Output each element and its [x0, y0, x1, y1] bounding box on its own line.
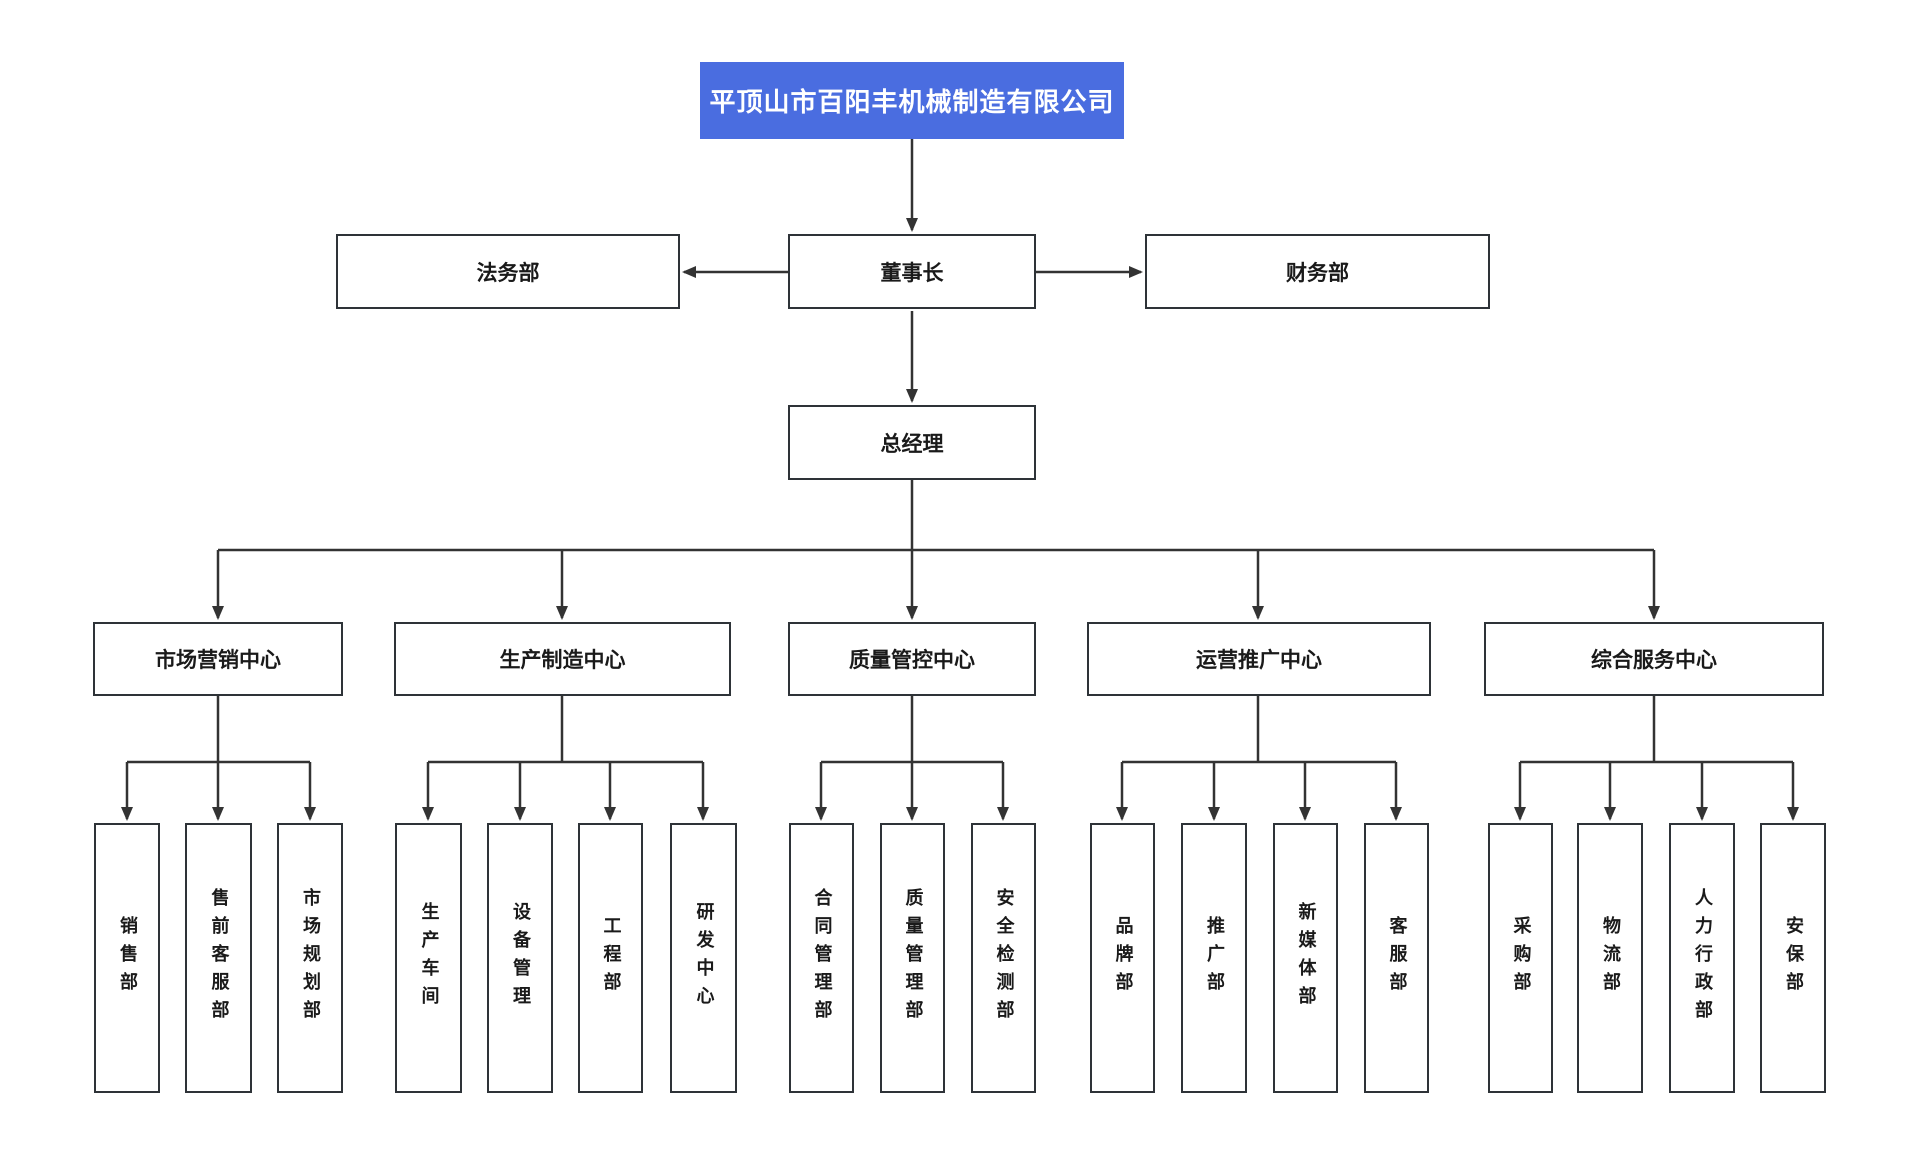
security-dept-label: 安保部: [1783, 916, 1804, 1000]
production-center-label: 生产制造中心: [499, 648, 626, 672]
new-media-dept-label: 新媒体部: [1295, 902, 1317, 1014]
equipment-management-label: 设备管理: [510, 902, 531, 1014]
marketing-center-label: 市场营销中心: [155, 648, 281, 672]
logistics-dept-label: 物流部: [1600, 916, 1621, 1000]
node-finance-dept[interactable]: 财务部: [1145, 234, 1490, 309]
node-market-planning-dept[interactable]: 市场规划部: [277, 823, 343, 1093]
market-planning-dept-label: 市场规划部: [300, 888, 321, 1028]
node-hr-admin-dept[interactable]: 人力行政部: [1669, 823, 1735, 1093]
hr-admin-dept-label: 人力行政部: [1692, 888, 1713, 1028]
node-legal-dept[interactable]: 法务部: [336, 234, 680, 309]
safety-inspection-dept-label: 安全检测部: [993, 888, 1015, 1028]
node-brand-dept[interactable]: 品牌部: [1090, 823, 1155, 1093]
legal-dept-label: 法务部: [476, 260, 540, 285]
node-engineering-dept[interactable]: 工程部: [578, 823, 643, 1093]
quality-management-dept-label: 质量管理部: [902, 888, 924, 1028]
operations-center-label: 运营推广中心: [1196, 648, 1322, 672]
node-operations-center[interactable]: 运营推广中心: [1087, 622, 1431, 696]
engineering-dept-label: 工程部: [600, 916, 622, 1000]
node-marketing-center[interactable]: 市场营销中心: [93, 622, 343, 696]
node-rd-center[interactable]: 研发中心: [670, 823, 737, 1093]
procurement-dept-label: 采购部: [1510, 916, 1532, 1000]
contract-management-dept-label: 合同管理部: [811, 888, 833, 1028]
node-safety-inspection-dept[interactable]: 安全检测部: [971, 823, 1036, 1093]
node-customer-service-dept[interactable]: 客服部: [1364, 823, 1429, 1093]
presales-service-dept-label: 售前客服部: [208, 888, 230, 1028]
finance-dept-label: 财务部: [1286, 260, 1349, 285]
chairman-label: 董事长: [880, 260, 944, 285]
node-services-center[interactable]: 综合服务中心: [1484, 622, 1824, 696]
node-production-center[interactable]: 生产制造中心: [394, 622, 731, 696]
node-production-workshop[interactable]: 生产车间: [395, 823, 462, 1093]
node-contract-management-dept[interactable]: 合同管理部: [789, 823, 854, 1093]
rd-center-label: 研发中心: [693, 902, 715, 1014]
node-quality-management-dept[interactable]: 质量管理部: [880, 823, 945, 1093]
general-manager-label: 总经理: [880, 431, 944, 456]
node-chairman[interactable]: 董事长: [788, 234, 1036, 309]
node-presales-service-dept[interactable]: 售前客服部: [185, 823, 252, 1093]
quality-center-label: 质量管控中心: [849, 648, 975, 672]
node-company[interactable]: 平顶山市百阳丰机械制造有限公司: [700, 62, 1124, 139]
customer-service-dept-label: 客服部: [1386, 916, 1408, 1000]
node-sales-dept[interactable]: 销售部: [94, 823, 160, 1093]
sales-dept-label: 销售部: [117, 916, 138, 1000]
node-security-dept[interactable]: 安保部: [1760, 823, 1826, 1093]
node-logistics-dept[interactable]: 物流部: [1577, 823, 1643, 1093]
node-quality-center[interactable]: 质量管控中心: [788, 622, 1036, 696]
services-center-label: 综合服务中心: [1591, 648, 1717, 672]
company-title: 平顶山市百阳丰机械制造有限公司: [709, 88, 1115, 118]
node-promotion-dept[interactable]: 推广部: [1181, 823, 1247, 1093]
node-equipment-management[interactable]: 设备管理: [487, 823, 553, 1093]
node-new-media-dept[interactable]: 新媒体部: [1273, 823, 1338, 1093]
production-workshop-label: 生产车间: [418, 902, 440, 1014]
node-procurement-dept[interactable]: 采购部: [1488, 823, 1553, 1093]
promotion-dept-label: 推广部: [1204, 916, 1225, 1000]
brand-dept-label: 品牌部: [1112, 916, 1134, 1000]
node-general-manager[interactable]: 总经理: [788, 405, 1036, 480]
